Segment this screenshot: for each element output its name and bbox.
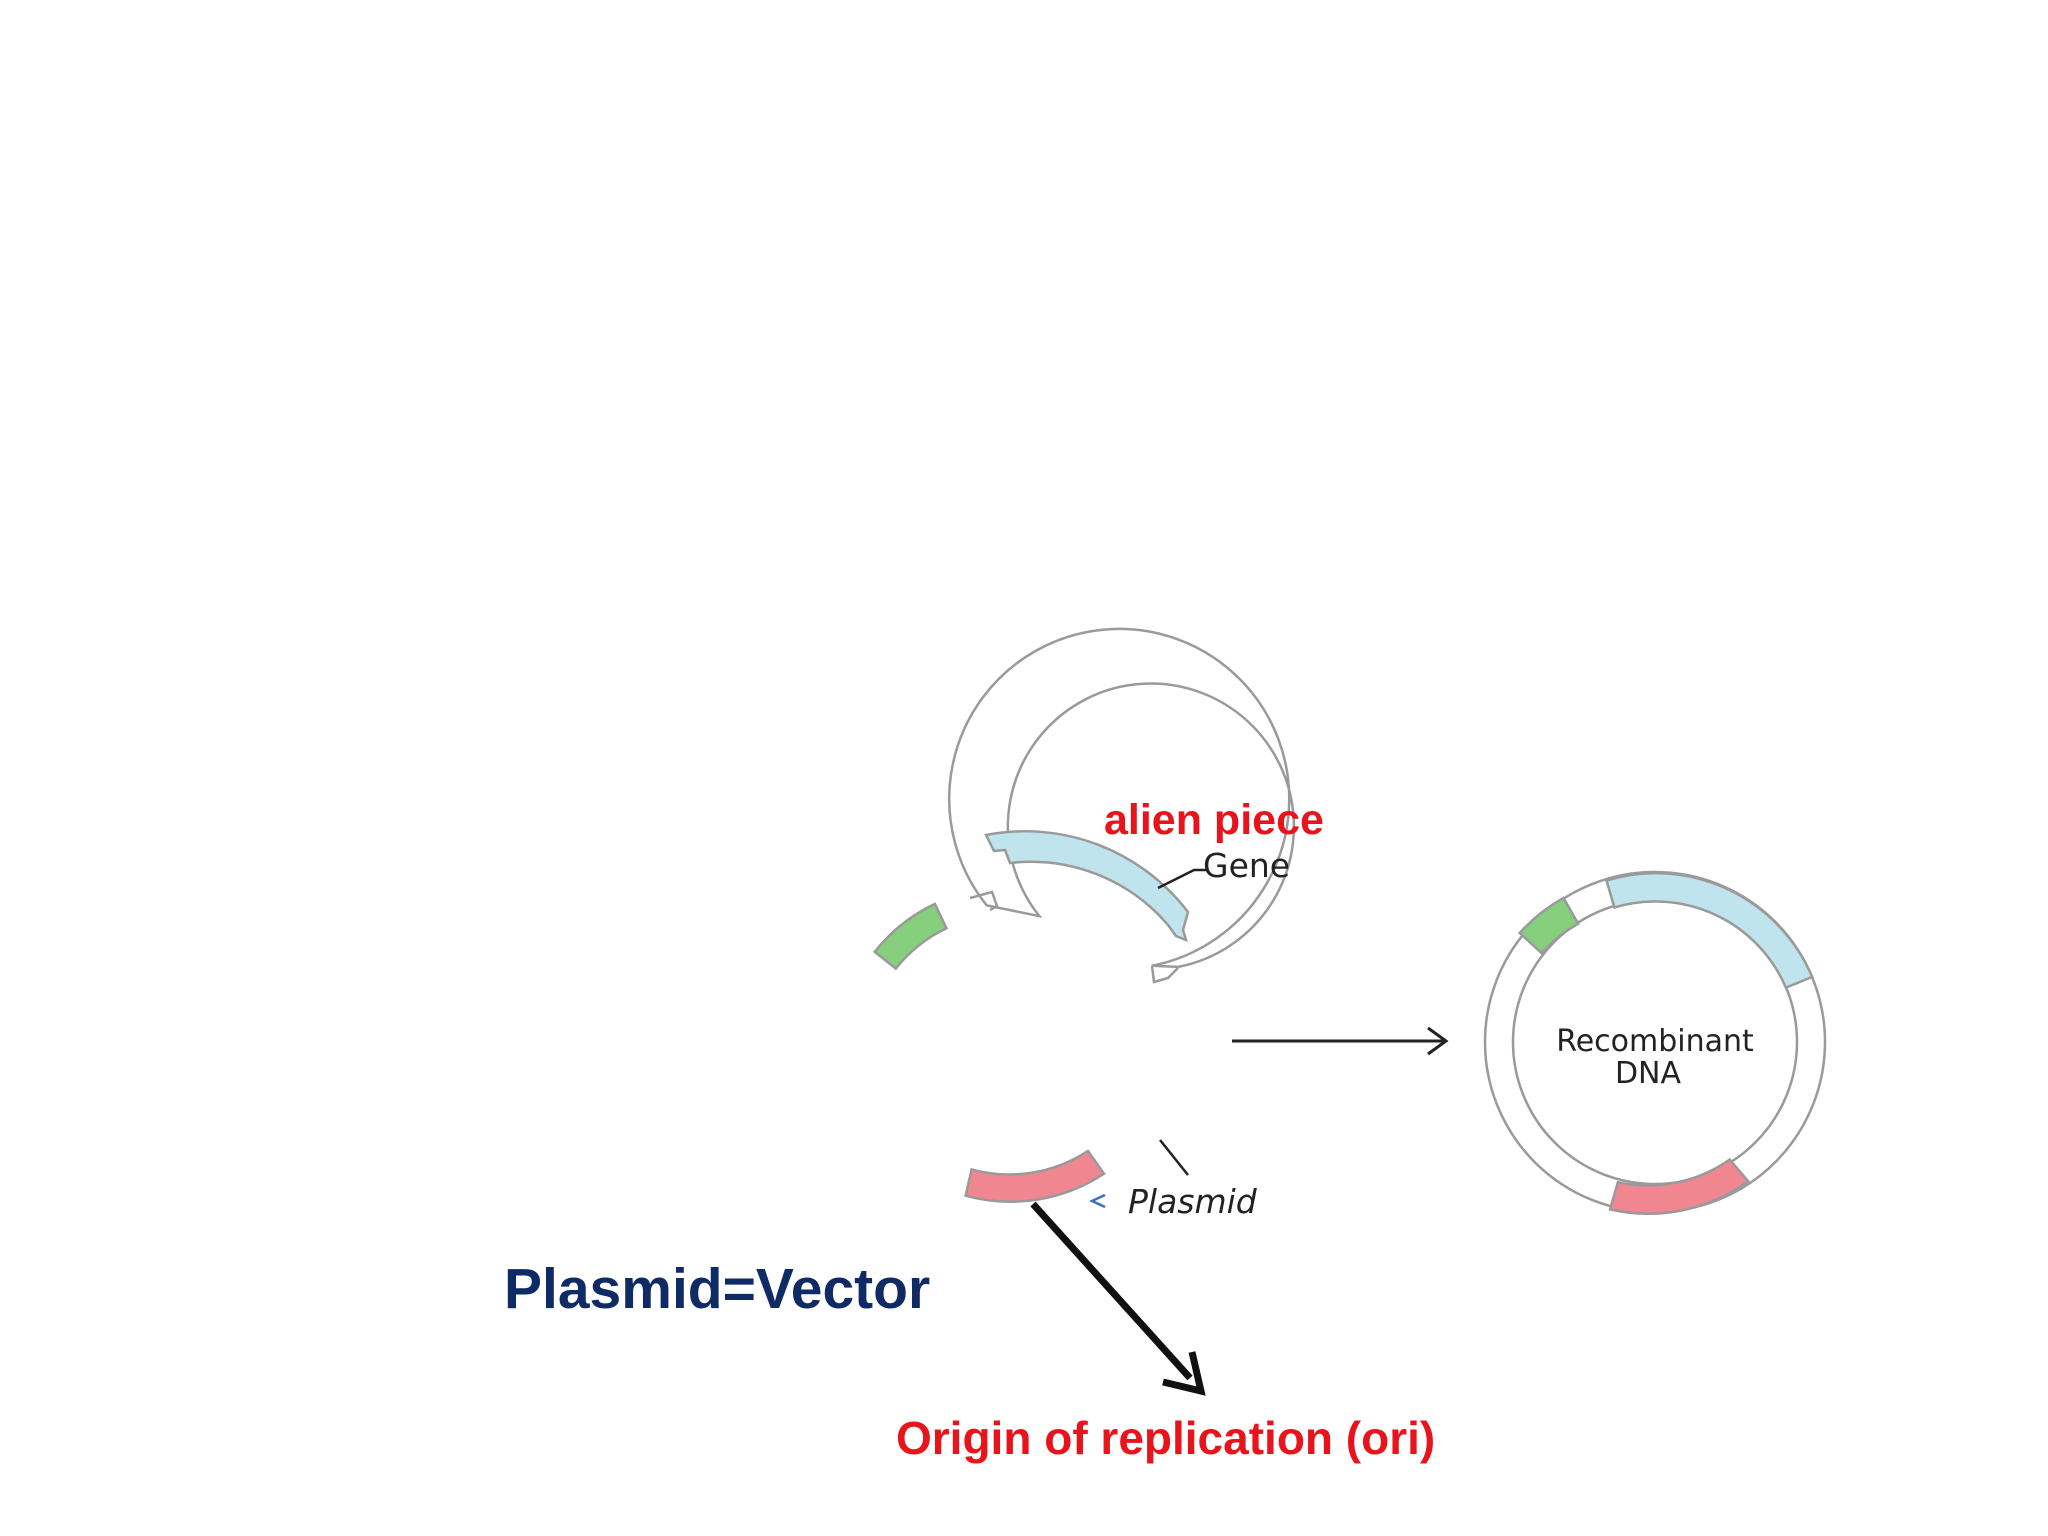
recombinant-label-line2: DNA	[1615, 1056, 1682, 1091]
process-arrow-head	[1427, 1026, 1449, 1056]
plasmid-ori-segment	[964, 1149, 1106, 1203]
open-plasmid-diagram: Gene Plasmid	[872, 627, 1296, 1221]
gene-leader-line	[1157, 868, 1206, 890]
alien-piece-label: alien piece	[1104, 796, 1324, 844]
recombinant-label-line1: Recombinant	[1556, 1024, 1754, 1059]
process-arrow	[1232, 1026, 1449, 1056]
ori-arrow	[1030, 1201, 1206, 1396]
plasmid-label: Plasmid	[1128, 1182, 1258, 1221]
plasmid-leader-line	[1159, 1139, 1189, 1176]
recombinant-marker-segment	[1517, 896, 1580, 955]
recombinant-gene-segment	[1604, 872, 1814, 990]
plasmid-sticky-end-left	[969, 890, 999, 912]
gene-fragment	[984, 830, 1190, 943]
plasmid-ring	[948, 627, 1296, 969]
recombinant-dna-diagram: Recombinant DNA	[1483, 870, 1827, 1215]
small-blue-arrow-icon	[1089, 1193, 1106, 1209]
plasmid-vector-label: Plasmid=Vector	[504, 1257, 930, 1321]
ori-arrow-head	[1162, 1351, 1206, 1396]
ori-arrow-line	[1030, 1201, 1193, 1381]
plasmid-sticky-end-right	[1150, 965, 1179, 984]
gene-label: Gene	[1203, 846, 1290, 885]
recombinant-ori-segment	[1608, 1157, 1751, 1215]
plasmid-marker-segment	[872, 902, 949, 971]
ori-label: Origin of replication (ori)	[896, 1412, 1435, 1464]
